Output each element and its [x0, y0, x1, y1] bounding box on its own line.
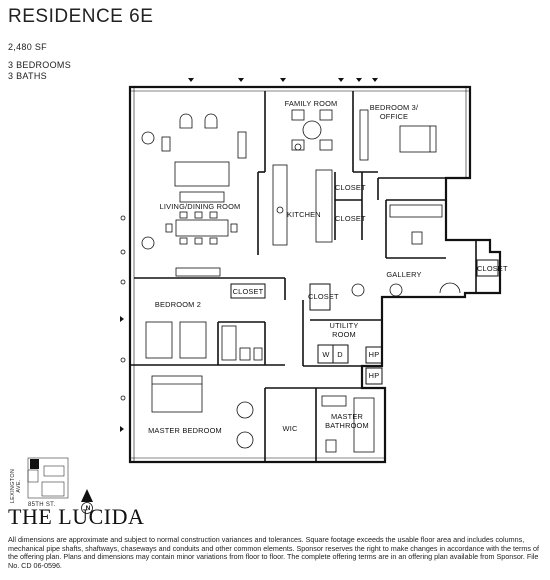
brand-name: THE LUCIDA	[8, 504, 145, 529]
label-utility-line2: ROOM	[332, 330, 356, 339]
disclaimer: All dimensions are approximate and subje…	[8, 535, 539, 570]
label-hp: HP	[368, 350, 380, 359]
label-hp: HP	[368, 371, 380, 380]
square-footage: 2,480 SF	[8, 42, 47, 52]
label-master-bedroom: MASTER BEDROOM	[148, 426, 222, 435]
hp-box-1	[365, 346, 383, 364]
street-85th: 85TH ST.	[28, 502, 56, 508]
label-washer: W	[322, 350, 330, 359]
key-plan	[27, 457, 69, 499]
closet-box-bedroom2	[230, 283, 266, 299]
bath-count: 3 BATHS	[8, 71, 47, 81]
residence-title: RESIDENCE 6E	[8, 6, 154, 27]
north-arrow-icon	[81, 489, 93, 514]
bedroom-count: 3 BEDROOMS	[8, 60, 72, 70]
hp-box-2	[365, 367, 383, 385]
label-closet: CLOSET	[232, 287, 264, 296]
outer-wall	[128, 85, 502, 464]
compass-label: N	[85, 505, 91, 512]
label-bedroom3-line2: OFFICE	[379, 112, 409, 121]
label-closet: CLOSET	[335, 214, 366, 223]
label-bedroom-2: BEDROOM 2	[154, 300, 202, 309]
label-living-dining-room: LIVING/DINING ROOM	[159, 202, 241, 211]
label-closet: CLOSET	[335, 183, 366, 192]
label-bedroom3-line1: BEDROOM 3/	[369, 103, 419, 112]
label-kitchen: KITCHEN	[287, 210, 321, 219]
label-utility-line1: UTILITY	[329, 321, 359, 330]
label-closet: CLOSET	[308, 292, 339, 301]
label-master-bathroom-line1: MASTER	[331, 412, 363, 421]
label-wic: WIC	[282, 424, 298, 433]
label-family-room: FAMILY ROOM	[284, 99, 338, 108]
label-master-bathroom-line2: BATHROOM	[325, 421, 369, 430]
label-closet: CLOSET	[477, 264, 508, 273]
label-gallery: GALLERY	[386, 270, 422, 279]
street-lexington: LEXINGTON AVE.	[10, 468, 22, 504]
label-dryer: D	[337, 350, 343, 359]
